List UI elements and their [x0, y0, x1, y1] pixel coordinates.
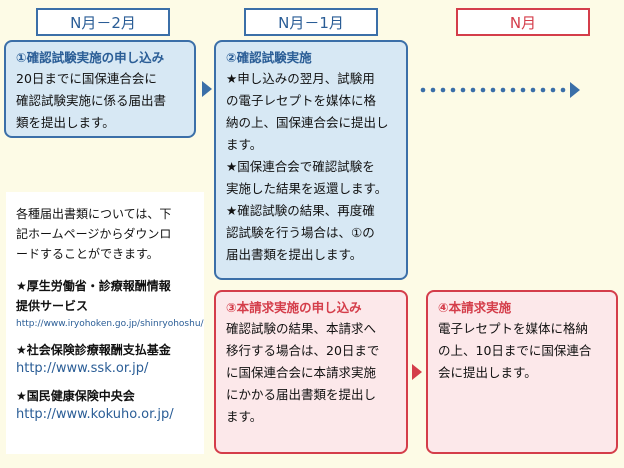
step3-line: 確認試験の結果、本請求へ: [226, 321, 377, 336]
header-n-minus-2: N月－2月: [36, 8, 170, 36]
ssk-link[interactable]: http://www.ssk.or.jp/: [16, 361, 149, 376]
step4-line: の上、10日までに国保連合: [438, 343, 592, 358]
info-intro-line: 各種届出書類については、下: [16, 207, 172, 221]
kokuho-link[interactable]: http://www.kokuho.or.jp/: [16, 407, 174, 422]
arrow-step3-to-step4: [412, 364, 422, 380]
step4-title: ④本請求実施: [438, 300, 512, 315]
step4-box: ④本請求実施 電子レセプトを媒体に格納 の上、10日までに国保連合 会に提出しま…: [426, 290, 618, 454]
step1-box: ①確認試験実施の申し込み 20日までに国保連合会に 確認試験実施に係る届出書 類…: [4, 40, 196, 138]
info-intro-line: 記ホームページからダウンロ: [16, 227, 172, 241]
step2-line: ★確認試験の結果、再度確: [226, 203, 375, 218]
step3-line: ます。: [226, 409, 263, 424]
step1-line: 確認試験実施に係る届出書: [16, 93, 167, 108]
arrow-to-n-month: [570, 82, 580, 98]
step1-line: 20日までに国保連合会に: [16, 71, 157, 86]
step4-line: 電子レセプトを媒体に格納: [438, 321, 589, 336]
step3-line: に国保連合会に本請求実施: [226, 365, 377, 380]
ssk-name: ★社会保険診療報酬支払基金: [16, 343, 171, 357]
dotted-connector: [418, 87, 568, 93]
step2-line: の電子レセプトを媒体に格: [226, 93, 377, 108]
header-n: N月: [456, 8, 590, 36]
arrow-step1-to-step2: [202, 81, 212, 97]
download-info-box: 各種届出書類については、下 記ホームページからダウンロ ードすることができます。…: [6, 192, 204, 454]
step2-line: 届出書類を提出します。: [226, 247, 363, 262]
step3-box: ③本請求実施の申し込み 確認試験の結果、本請求へ 移行する場合は、20日まで に…: [214, 290, 408, 454]
header-n-minus-1: N月－1月: [244, 8, 378, 36]
step2-line: ます。: [226, 137, 263, 152]
step3-line: にかかる届出書類を提出し: [226, 387, 377, 402]
info-intro-line: ードすることができます。: [16, 247, 159, 261]
mhlw-link[interactable]: http://www.iryohoken.go.jp/shinryohoshu/: [16, 319, 204, 329]
step2-line: 納の上、国保連合会に提出し: [226, 115, 389, 130]
mhlw-name-2: 提供サービス: [16, 299, 89, 313]
kokuho-name: ★国民健康保険中央会: [16, 389, 135, 403]
step2-box: ②確認試験実施 ★申し込みの翌月、試験用 の電子レセプトを媒体に格 納の上、国保…: [214, 40, 408, 280]
step2-line: 実施した結果を返還します。: [226, 181, 388, 196]
mhlw-name: ★厚生労働省・診療報酬情報: [16, 279, 171, 293]
step2-line: 認試験を行う場合は、①の: [226, 225, 375, 240]
step1-line: 類を提出します。: [16, 115, 115, 130]
step3-title: ③本請求実施の申し込み: [226, 300, 362, 315]
step2-title: ②確認試験実施: [226, 50, 312, 65]
step2-line: ★申し込みの翌月、試験用: [226, 71, 375, 86]
step4-line: 会に提出します。: [438, 365, 537, 380]
step2-line: ★国保連合会で確認試験を: [226, 159, 375, 174]
step1-title: ①確認試験実施の申し込み: [16, 50, 165, 65]
step3-line: 移行する場合は、20日まで: [226, 343, 380, 358]
